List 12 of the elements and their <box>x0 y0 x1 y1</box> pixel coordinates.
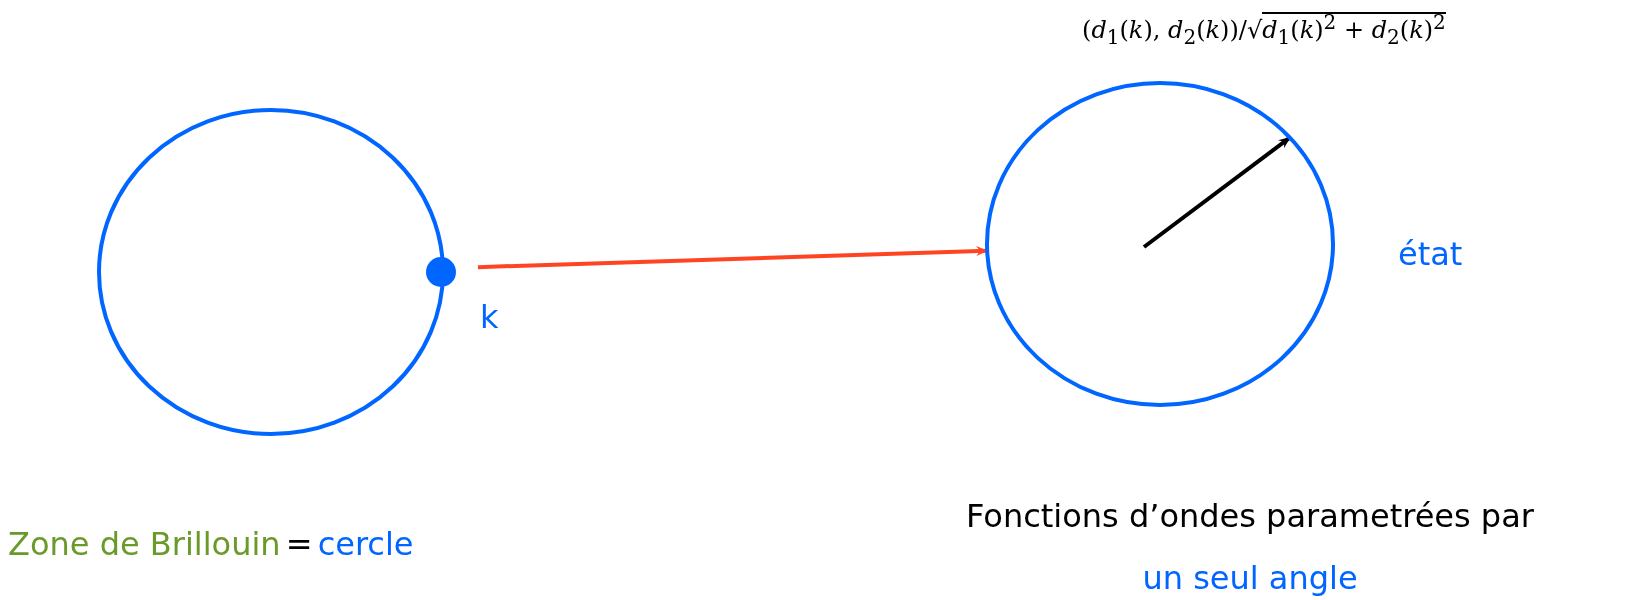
state-circle <box>983 79 1337 409</box>
caption: Fonctions d’ondes parametrées par <box>966 497 1534 535</box>
caption: un seul angle <box>1142 559 1358 597</box>
caption: = <box>285 525 313 563</box>
arrow <box>1142 136 1292 249</box>
formula: d$_{1}$(k)$^{2}$ + d$_{2}$(k)$^{2}$ <box>1262 12 1446 44</box>
formula: (d$_{1}$(k), d$_{2}$(k))/√ <box>1082 16 1263 44</box>
caption: Zone de Brillouin <box>8 525 281 563</box>
point-label: état <box>1398 235 1463 273</box>
point-label: k <box>480 298 499 336</box>
caption: cercle <box>317 525 414 563</box>
brillouin-zone-circle <box>95 106 447 438</box>
